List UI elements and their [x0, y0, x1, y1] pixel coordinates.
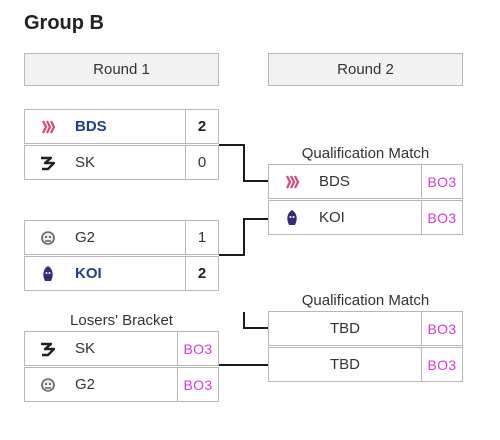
koi-logo-icon	[39, 265, 57, 283]
match-slot[interactable]: TBD BO3	[268, 347, 463, 382]
bracket-connector	[243, 144, 245, 182]
bracket-connector	[243, 327, 268, 329]
match-slot[interactable]: KOI 2	[24, 256, 219, 291]
match-slot[interactable]: BDS 2	[24, 109, 219, 144]
bds-logo-icon	[283, 173, 301, 191]
team-name: SK	[75, 340, 96, 357]
match-slot[interactable]: BDS BO3	[268, 164, 463, 199]
qualification-match-label: Qualification Match	[301, 145, 430, 162]
team-name: KOI	[319, 209, 345, 226]
team-score: 2	[185, 257, 218, 290]
team-score: 0	[185, 146, 218, 179]
match-slot[interactable]: SK 0	[24, 145, 219, 180]
losers-bracket-label: Losers' Bracket	[70, 312, 173, 329]
bracket-connector	[219, 254, 244, 256]
match-slot[interactable]: SK BO3	[24, 331, 219, 366]
team-score: 2	[185, 110, 218, 143]
bds-logo-icon	[39, 118, 57, 136]
bracket-connector	[219, 364, 268, 366]
team-name: KOI	[75, 265, 102, 282]
match-slot[interactable]: TBD BO3	[268, 311, 463, 346]
g2-logo-icon	[39, 229, 57, 247]
round-2-header: Round 2	[268, 53, 463, 86]
team-name: TBD	[330, 320, 360, 337]
group-title: Group B	[24, 12, 104, 34]
team-name: TBD	[330, 356, 360, 373]
match-format: BO3	[177, 332, 218, 365]
match-slot[interactable]: G2 1	[24, 220, 219, 255]
bracket-connector	[219, 144, 244, 146]
match-format: BO3	[177, 368, 218, 401]
round-1-header: Round 1	[24, 53, 219, 86]
match-slot[interactable]: G2 BO3	[24, 367, 219, 402]
sk-logo-icon	[39, 340, 57, 358]
team-name: G2	[75, 376, 96, 393]
match-format: BO3	[421, 165, 462, 198]
sk-logo-icon	[39, 154, 57, 172]
team-name: BDS	[319, 173, 350, 190]
qualification-match-label: Qualification Match	[301, 292, 430, 309]
team-name: SK	[75, 154, 96, 171]
team-score: 1	[185, 221, 218, 254]
team-name: BDS	[75, 118, 107, 135]
match-format: BO3	[421, 312, 462, 345]
match-format: BO3	[421, 201, 462, 234]
team-name: G2	[75, 229, 96, 246]
bracket-connector	[243, 312, 245, 329]
match-format: BO3	[421, 348, 462, 381]
g2-logo-icon	[39, 376, 57, 394]
koi-logo-icon	[283, 209, 301, 227]
bracket-connector	[243, 218, 245, 256]
bracket-connector	[243, 218, 268, 220]
match-slot[interactable]: KOI BO3	[268, 200, 463, 235]
bracket-connector	[243, 180, 268, 182]
